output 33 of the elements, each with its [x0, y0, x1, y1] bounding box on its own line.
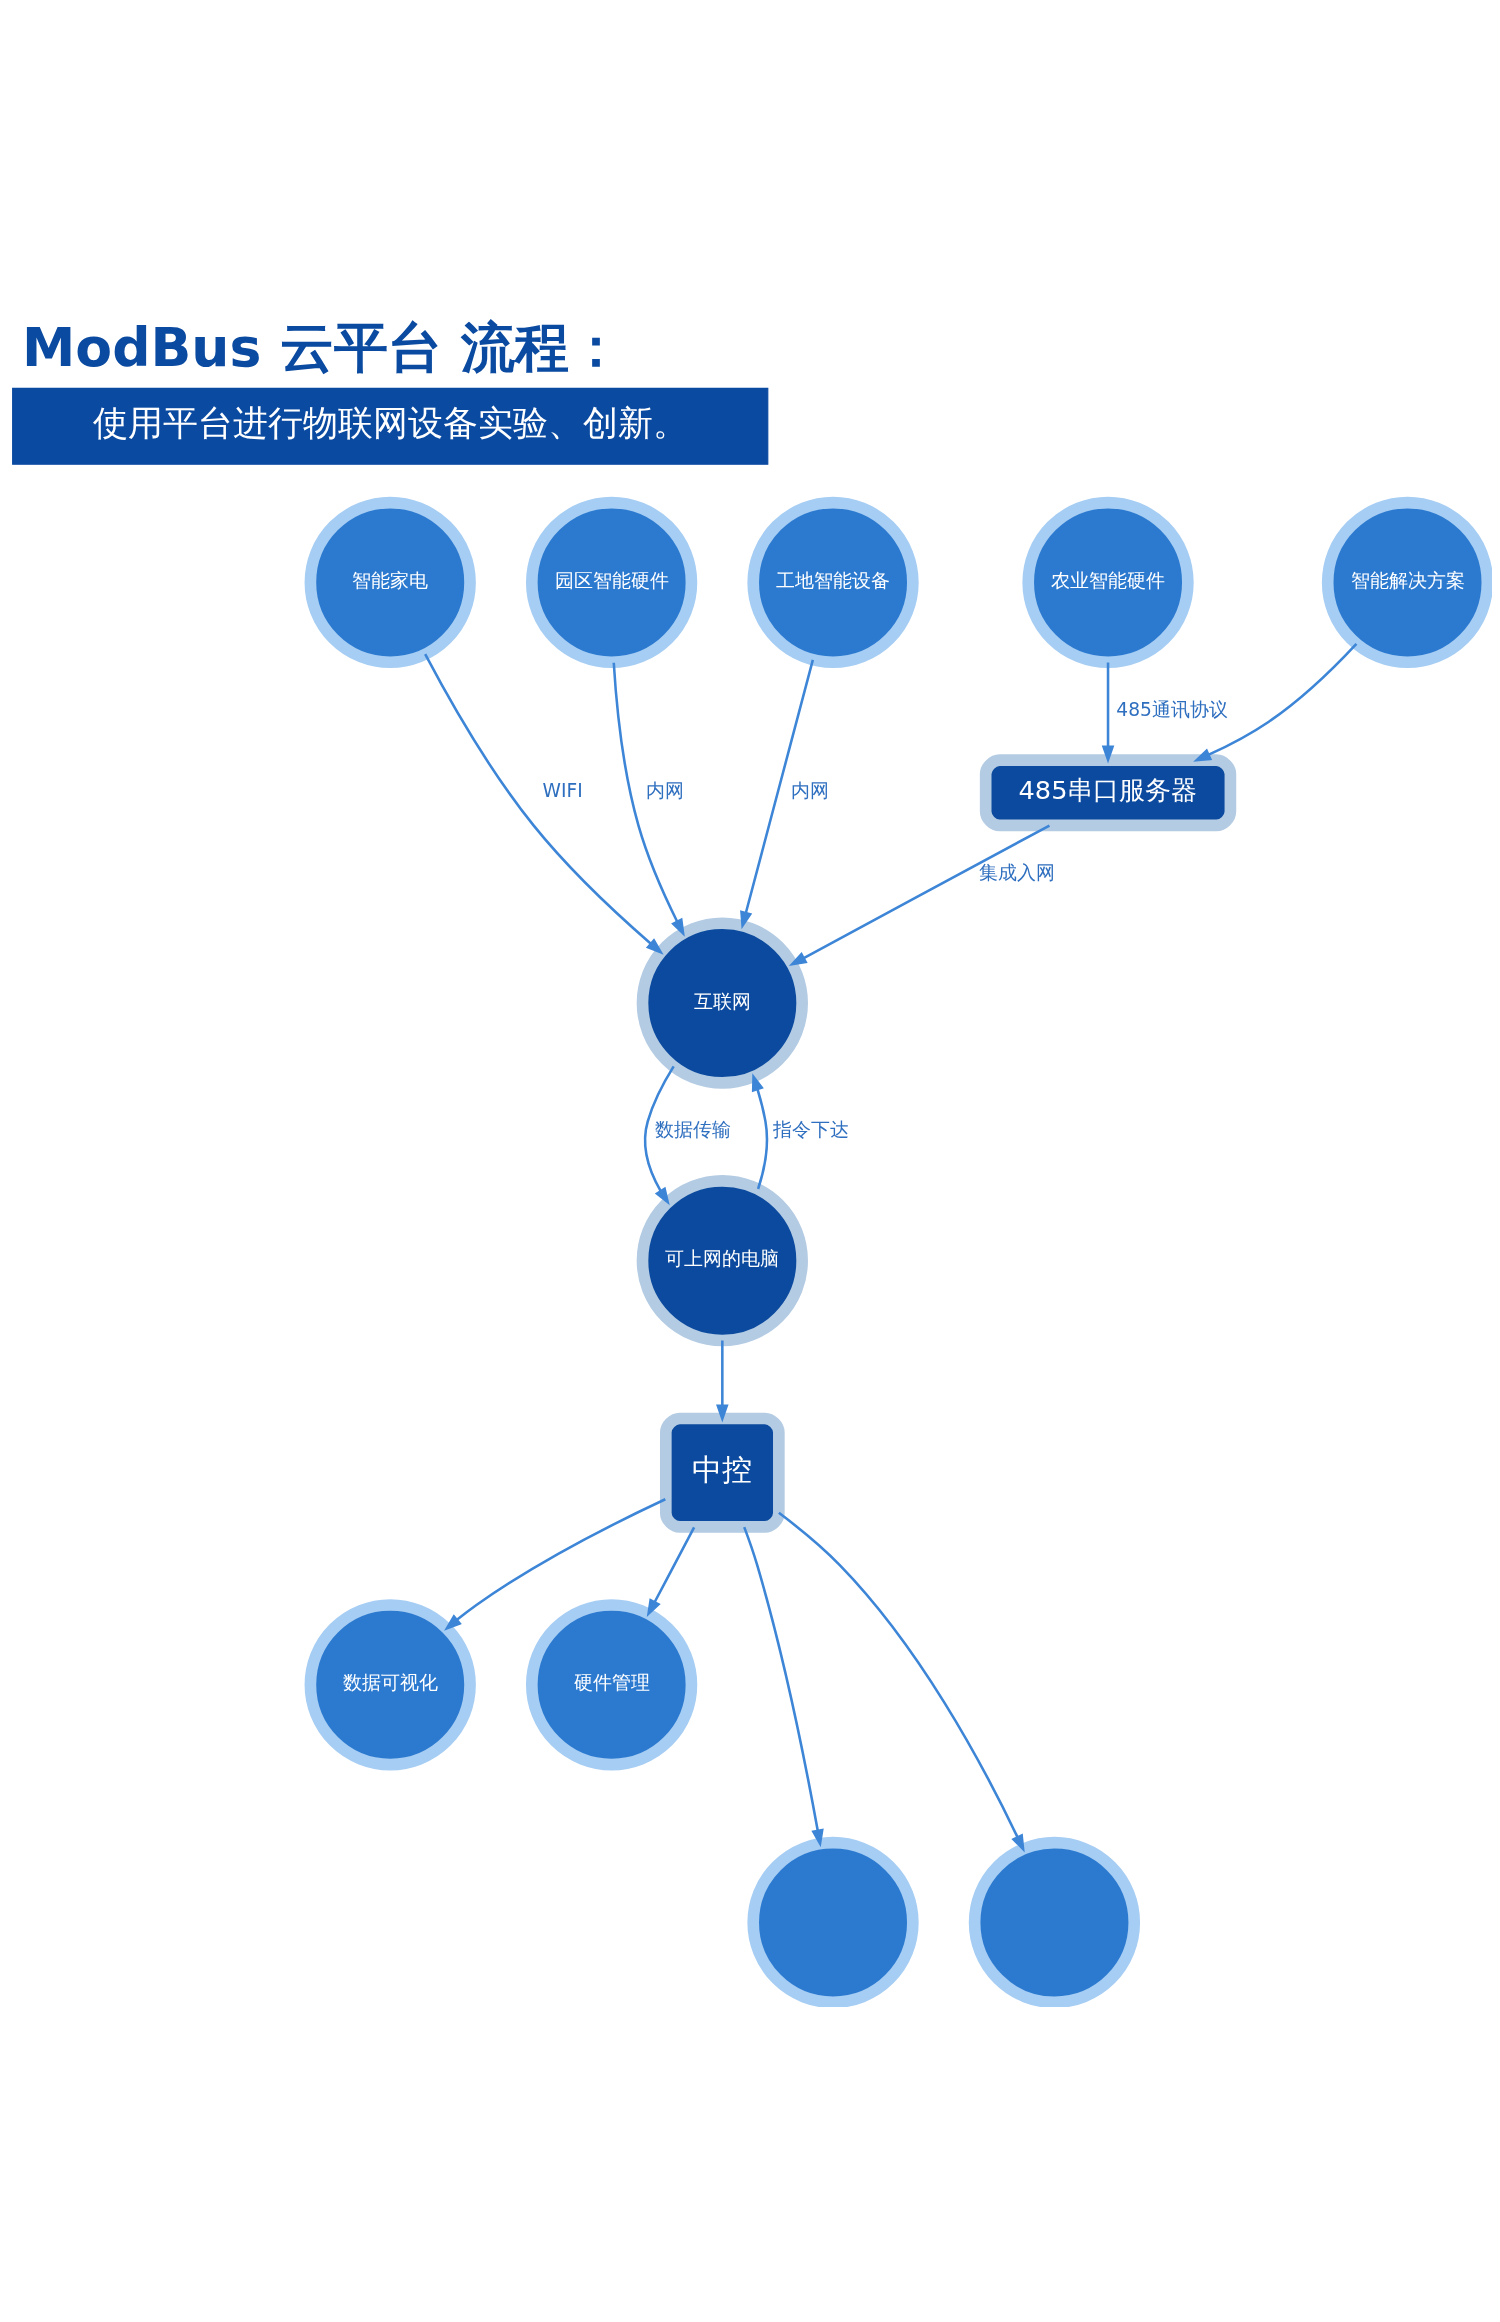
arrow — [751, 1073, 769, 1190]
arrow — [716, 1340, 729, 1423]
node-circle: 可上网的电脑 — [636, 1175, 808, 1347]
edge-label: 内网 — [645, 780, 684, 802]
node-circle: 智能解决方案 — [1321, 496, 1492, 669]
arrow — [612, 662, 685, 937]
edge-label: 内网 — [791, 780, 830, 802]
edge-label: 数据传输 — [654, 1119, 731, 1141]
arrow — [788, 824, 1051, 967]
edge-label: WIFI — [542, 780, 583, 802]
arrow — [1193, 642, 1358, 762]
edge-label: 指令下达 — [773, 1119, 850, 1141]
arrow — [424, 653, 664, 955]
node-circle: 园区智能硬件 — [525, 496, 698, 669]
arrow — [740, 659, 815, 930]
edge-label: 集成入网 — [978, 861, 1055, 883]
node-box: 使用平台进行物联网设备实验、创新。 — [12, 387, 769, 465]
arrow — [778, 1511, 1025, 1853]
arrow — [743, 1526, 824, 1848]
node-box: 中控 — [660, 1412, 785, 1533]
node-circle: 数据可视化 — [304, 1599, 476, 1771]
arrow — [643, 1065, 675, 1206]
arrow — [1101, 662, 1115, 764]
node-box: 485串口服务器 — [979, 754, 1237, 832]
node-circle — [747, 1836, 919, 2007]
edge-label: 485通讯协议 — [1116, 698, 1228, 720]
node-circle: 工地智能设备 — [747, 496, 919, 669]
arrow — [646, 1526, 696, 1618]
node-circle — [968, 1836, 1141, 2007]
arrow — [444, 1498, 666, 1631]
node-circle: 智能家电 — [304, 496, 476, 669]
diagram-title: ModBus 云平台 流程： — [21, 316, 623, 380]
node-circle: 农业智能硬件 — [1022, 496, 1194, 669]
